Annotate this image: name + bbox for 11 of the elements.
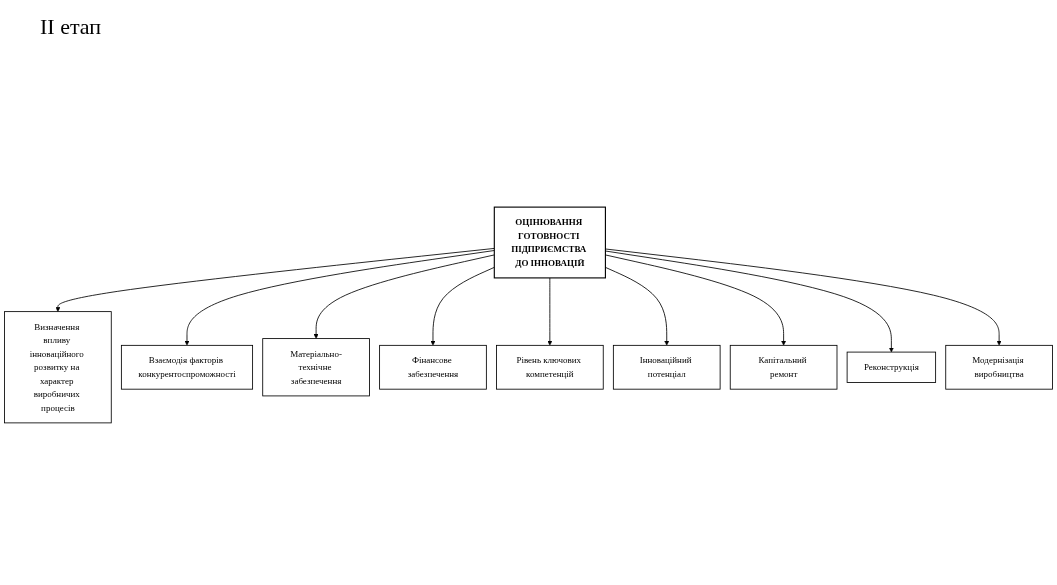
node-box: Визначення впливу інноваційного розвитку на характер виробничих процесів xyxy=(4,311,112,424)
node-box: Модернізація виробництва xyxy=(945,344,1053,390)
node-box: Інноваційний потенціал xyxy=(612,344,721,390)
node-box: ОЦІНЮВАННЯ ГОТОВНОСТІ ПІДПРИЄМСТВА ДО ІННОВАЦІЙ xyxy=(493,206,606,279)
node-box: Реконструкція xyxy=(846,351,937,383)
node-box: Фінансове забезпечення xyxy=(379,344,487,390)
stage-label: ІІ етап xyxy=(40,14,102,40)
node-box: Рівень ключових компетенцій xyxy=(496,344,604,390)
node-box: Капітальний ремонт xyxy=(729,344,838,390)
node-box: Взаємодія факторів конкурентоспроможності xyxy=(120,344,254,390)
node-box: Матеріально-технічне забезпечення xyxy=(262,338,370,397)
